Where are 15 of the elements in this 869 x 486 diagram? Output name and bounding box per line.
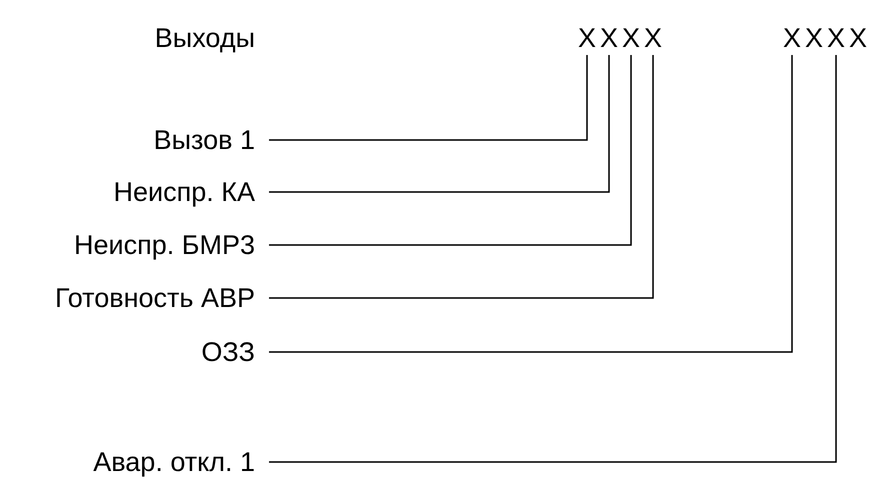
signal-label: ОЗЗ [201,336,255,368]
signal-label: Неиспр. БМР3 [74,229,255,261]
leader-line [269,55,610,193]
leader-line [269,55,588,141]
leader-line [269,55,837,463]
signal-label: Вызов 1 [154,124,255,156]
signal-label: Готовность АВР [54,282,255,314]
leader-line [269,55,632,246]
signal-label: Авар. откл. 1 [93,446,255,478]
leader-line [269,55,793,353]
output-code: XXXX [783,22,869,54]
output-code: XXXX [578,22,666,54]
heading-label: Выходы [154,22,255,54]
leader-line [269,55,654,299]
signal-label: Неиспр. КА [114,176,255,208]
